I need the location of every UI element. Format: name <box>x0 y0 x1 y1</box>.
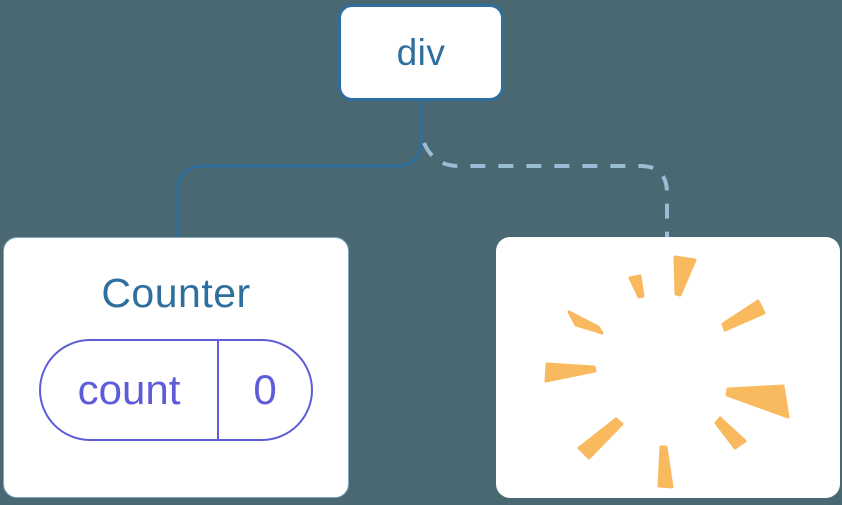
poof-ray <box>657 445 674 489</box>
poof-burst-icon <box>544 255 790 489</box>
dashed-connector-line <box>422 142 669 237</box>
root-div-label: div <box>396 31 446 73</box>
poof-ray <box>721 299 766 332</box>
poof-ray <box>567 310 604 335</box>
counter-title: Counter <box>101 270 251 316</box>
state-key-label: count <box>41 341 219 439</box>
state-pill: count 0 <box>39 339 313 441</box>
root-div-node: div <box>338 4 504 101</box>
poof-ray <box>673 255 697 297</box>
poof-ray <box>577 417 624 460</box>
state-value-label: 0 <box>253 366 277 413</box>
counter-node: Counter count 0 <box>3 237 349 498</box>
poof-ray <box>628 274 645 299</box>
poof-ray <box>714 416 747 450</box>
poof-ray <box>725 384 790 419</box>
poof-ray <box>544 362 597 383</box>
removed-node <box>496 237 840 498</box>
solid-connector-line <box>176 100 423 237</box>
